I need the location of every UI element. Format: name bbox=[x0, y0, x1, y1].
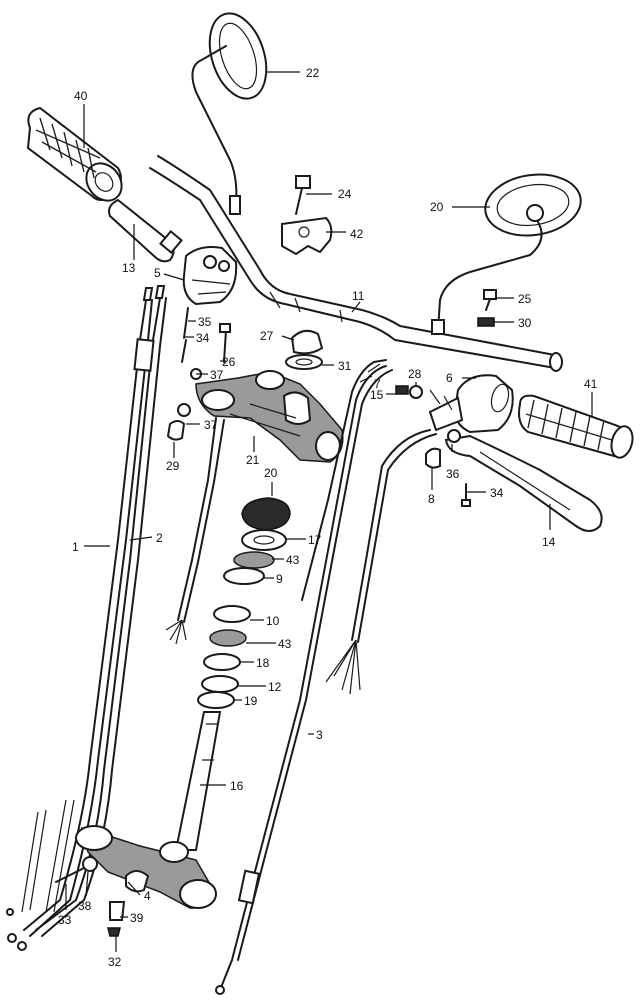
mirror-mount-nut bbox=[229, 195, 241, 215]
callout-40: 40 bbox=[74, 89, 88, 103]
right-hardware bbox=[395, 385, 471, 507]
callout-30: 30 bbox=[518, 316, 532, 330]
left-switch-housing bbox=[182, 246, 238, 306]
callout-7: 7 bbox=[374, 377, 381, 391]
bottom-hardware bbox=[55, 856, 126, 937]
cable-adjusters bbox=[142, 285, 166, 301]
callout-28: 28 bbox=[408, 367, 422, 381]
lower-holder bbox=[290, 329, 324, 355]
right-mirror bbox=[431, 173, 582, 335]
callout-3: 3 bbox=[316, 728, 323, 742]
callout-31: 31 bbox=[338, 359, 352, 373]
callout-1: 1 bbox=[72, 540, 79, 554]
callout-8: 8 bbox=[428, 492, 435, 506]
callout-9: 9 bbox=[276, 572, 283, 586]
callout-4: 4 bbox=[144, 889, 151, 903]
callout-34-left: 34 bbox=[196, 331, 210, 345]
callout-13: 13 bbox=[122, 261, 136, 275]
left-grip bbox=[26, 106, 123, 202]
washer-31 bbox=[285, 354, 323, 370]
callout-41: 41 bbox=[584, 377, 598, 391]
callout-5: 5 bbox=[154, 266, 161, 280]
callout-11: 11 bbox=[352, 289, 365, 303]
callout-2: 2 bbox=[156, 531, 163, 545]
right-switch-housing bbox=[428, 374, 514, 434]
callout-37-lower: 37 bbox=[204, 418, 218, 432]
holder-bolt bbox=[295, 175, 311, 215]
leader-lines bbox=[65, 71, 593, 952]
right-switch-wires bbox=[325, 429, 437, 695]
callout-36: 36 bbox=[446, 467, 460, 481]
cable-7 bbox=[301, 359, 387, 601]
callout-34-right: 34 bbox=[490, 486, 504, 500]
callout-39: 39 bbox=[130, 911, 144, 925]
bottom-bridge bbox=[75, 825, 217, 909]
throttle-tube bbox=[108, 198, 183, 263]
left-mirror bbox=[191, 12, 268, 215]
callout-18: 18 bbox=[256, 656, 270, 670]
callout-33: 33 bbox=[58, 913, 72, 927]
callout-42: 42 bbox=[350, 227, 364, 241]
callout-16: 16 bbox=[230, 779, 244, 793]
upper-holder bbox=[281, 216, 333, 256]
mirror-mount-nut-right bbox=[431, 319, 445, 335]
callout-37-upper: 37 bbox=[210, 368, 224, 382]
callout-43-upper: 43 bbox=[286, 553, 300, 567]
callout-22: 22 bbox=[306, 66, 320, 80]
bolt-25 bbox=[483, 289, 497, 311]
callout-25: 25 bbox=[518, 292, 532, 306]
callout-17: 17 bbox=[308, 533, 322, 547]
left-hardware bbox=[166, 307, 231, 441]
callout-29: 29 bbox=[166, 459, 180, 473]
callout-35: 35 bbox=[198, 315, 212, 329]
callout-27: 27 bbox=[260, 329, 274, 343]
callout-19: 19 bbox=[244, 694, 258, 708]
callout-20-mirror: 20 bbox=[430, 200, 444, 214]
callout-10: 10 bbox=[266, 614, 280, 628]
callout-21: 21 bbox=[246, 453, 260, 467]
right-grip bbox=[518, 394, 634, 459]
brake-lever bbox=[444, 434, 603, 532]
cable-ends-bottom bbox=[6, 908, 27, 951]
steering-stack bbox=[197, 497, 291, 709]
callout-15: 15 bbox=[370, 388, 384, 402]
top-bridge bbox=[195, 370, 344, 463]
callout-32: 32 bbox=[108, 955, 122, 969]
callout-14: 14 bbox=[542, 535, 556, 549]
callout-6: 6 bbox=[446, 371, 453, 385]
cable-3 bbox=[215, 365, 393, 995]
callout-38: 38 bbox=[78, 899, 92, 913]
nut-30 bbox=[477, 317, 495, 327]
callout-24: 24 bbox=[338, 187, 352, 201]
callout-26: 26 bbox=[222, 355, 236, 369]
handlebar bbox=[149, 155, 563, 372]
handlebar-end bbox=[549, 352, 563, 372]
callout-labels: 22 24 20 42 40 13 5 11 25 30 27 31 35 34… bbox=[58, 66, 598, 969]
callout-43-lower: 43 bbox=[278, 637, 292, 651]
steering-stem bbox=[174, 711, 222, 851]
callout-20-stack: 20 bbox=[264, 466, 278, 480]
cable-1 bbox=[21, 299, 153, 937]
left-switch-wires bbox=[165, 417, 225, 645]
callout-12: 12 bbox=[268, 680, 282, 694]
